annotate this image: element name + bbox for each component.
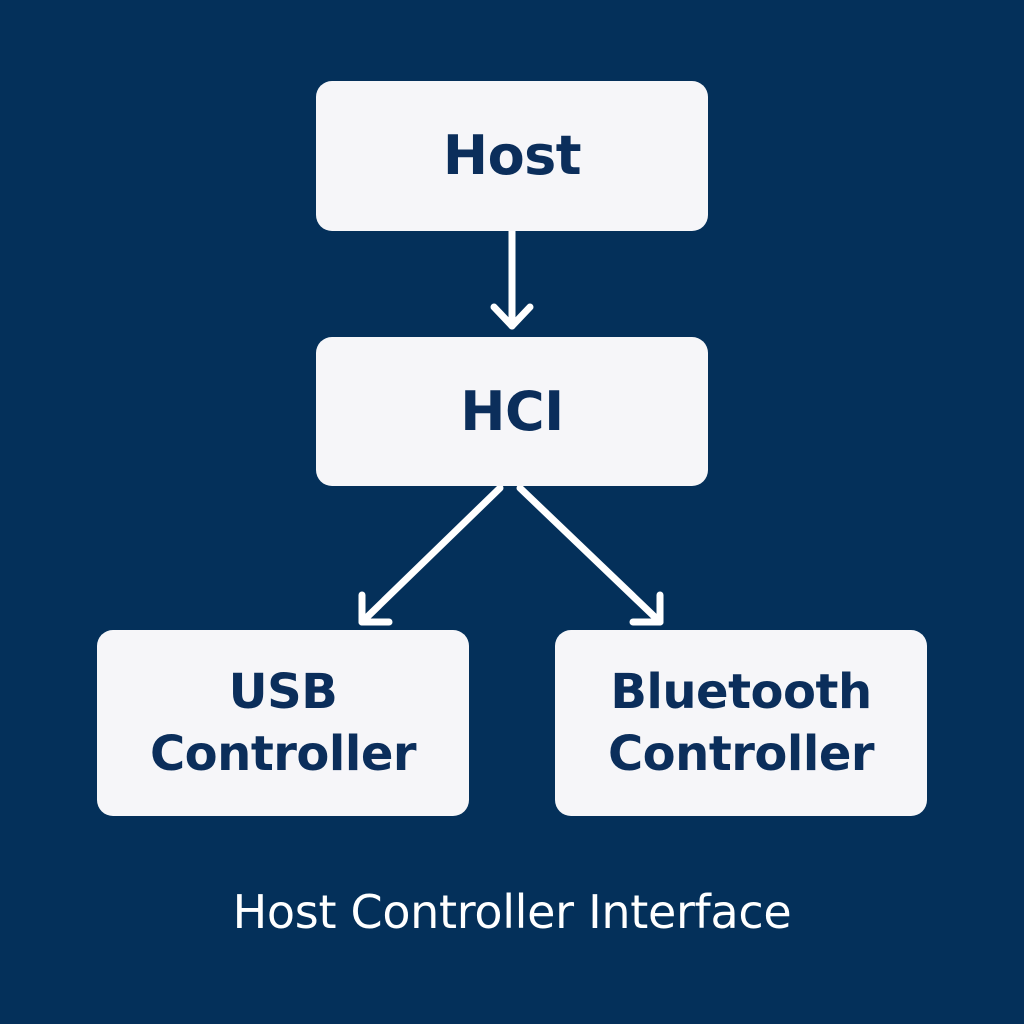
bluetooth-controller-label-line1: Bluetooth — [610, 664, 872, 720]
hci-node-label: HCI — [460, 379, 564, 443]
arrow-hci-to-bluetooth — [516, 484, 664, 626]
host-node-label: Host — [442, 124, 582, 187]
bluetooth-controller-node: Bluetooth Controller — [555, 630, 927, 816]
usb-controller-label: USB Controller — [149, 661, 417, 785]
arrow-host-to-hci — [490, 227, 534, 330]
arrow-hci-to-usb — [358, 484, 504, 626]
bluetooth-controller-label-line2: Controller — [607, 726, 875, 782]
hci-node: HCI — [316, 337, 708, 486]
usb-controller-node: USB Controller — [97, 630, 469, 816]
usb-controller-label-line1: USB — [228, 664, 338, 720]
host-node: Host — [316, 81, 708, 231]
diagram-caption: Host Controller Interface — [232, 885, 792, 939]
usb-controller-label-line2: Controller — [149, 726, 417, 782]
bluetooth-controller-label: Bluetooth Controller — [607, 661, 875, 785]
